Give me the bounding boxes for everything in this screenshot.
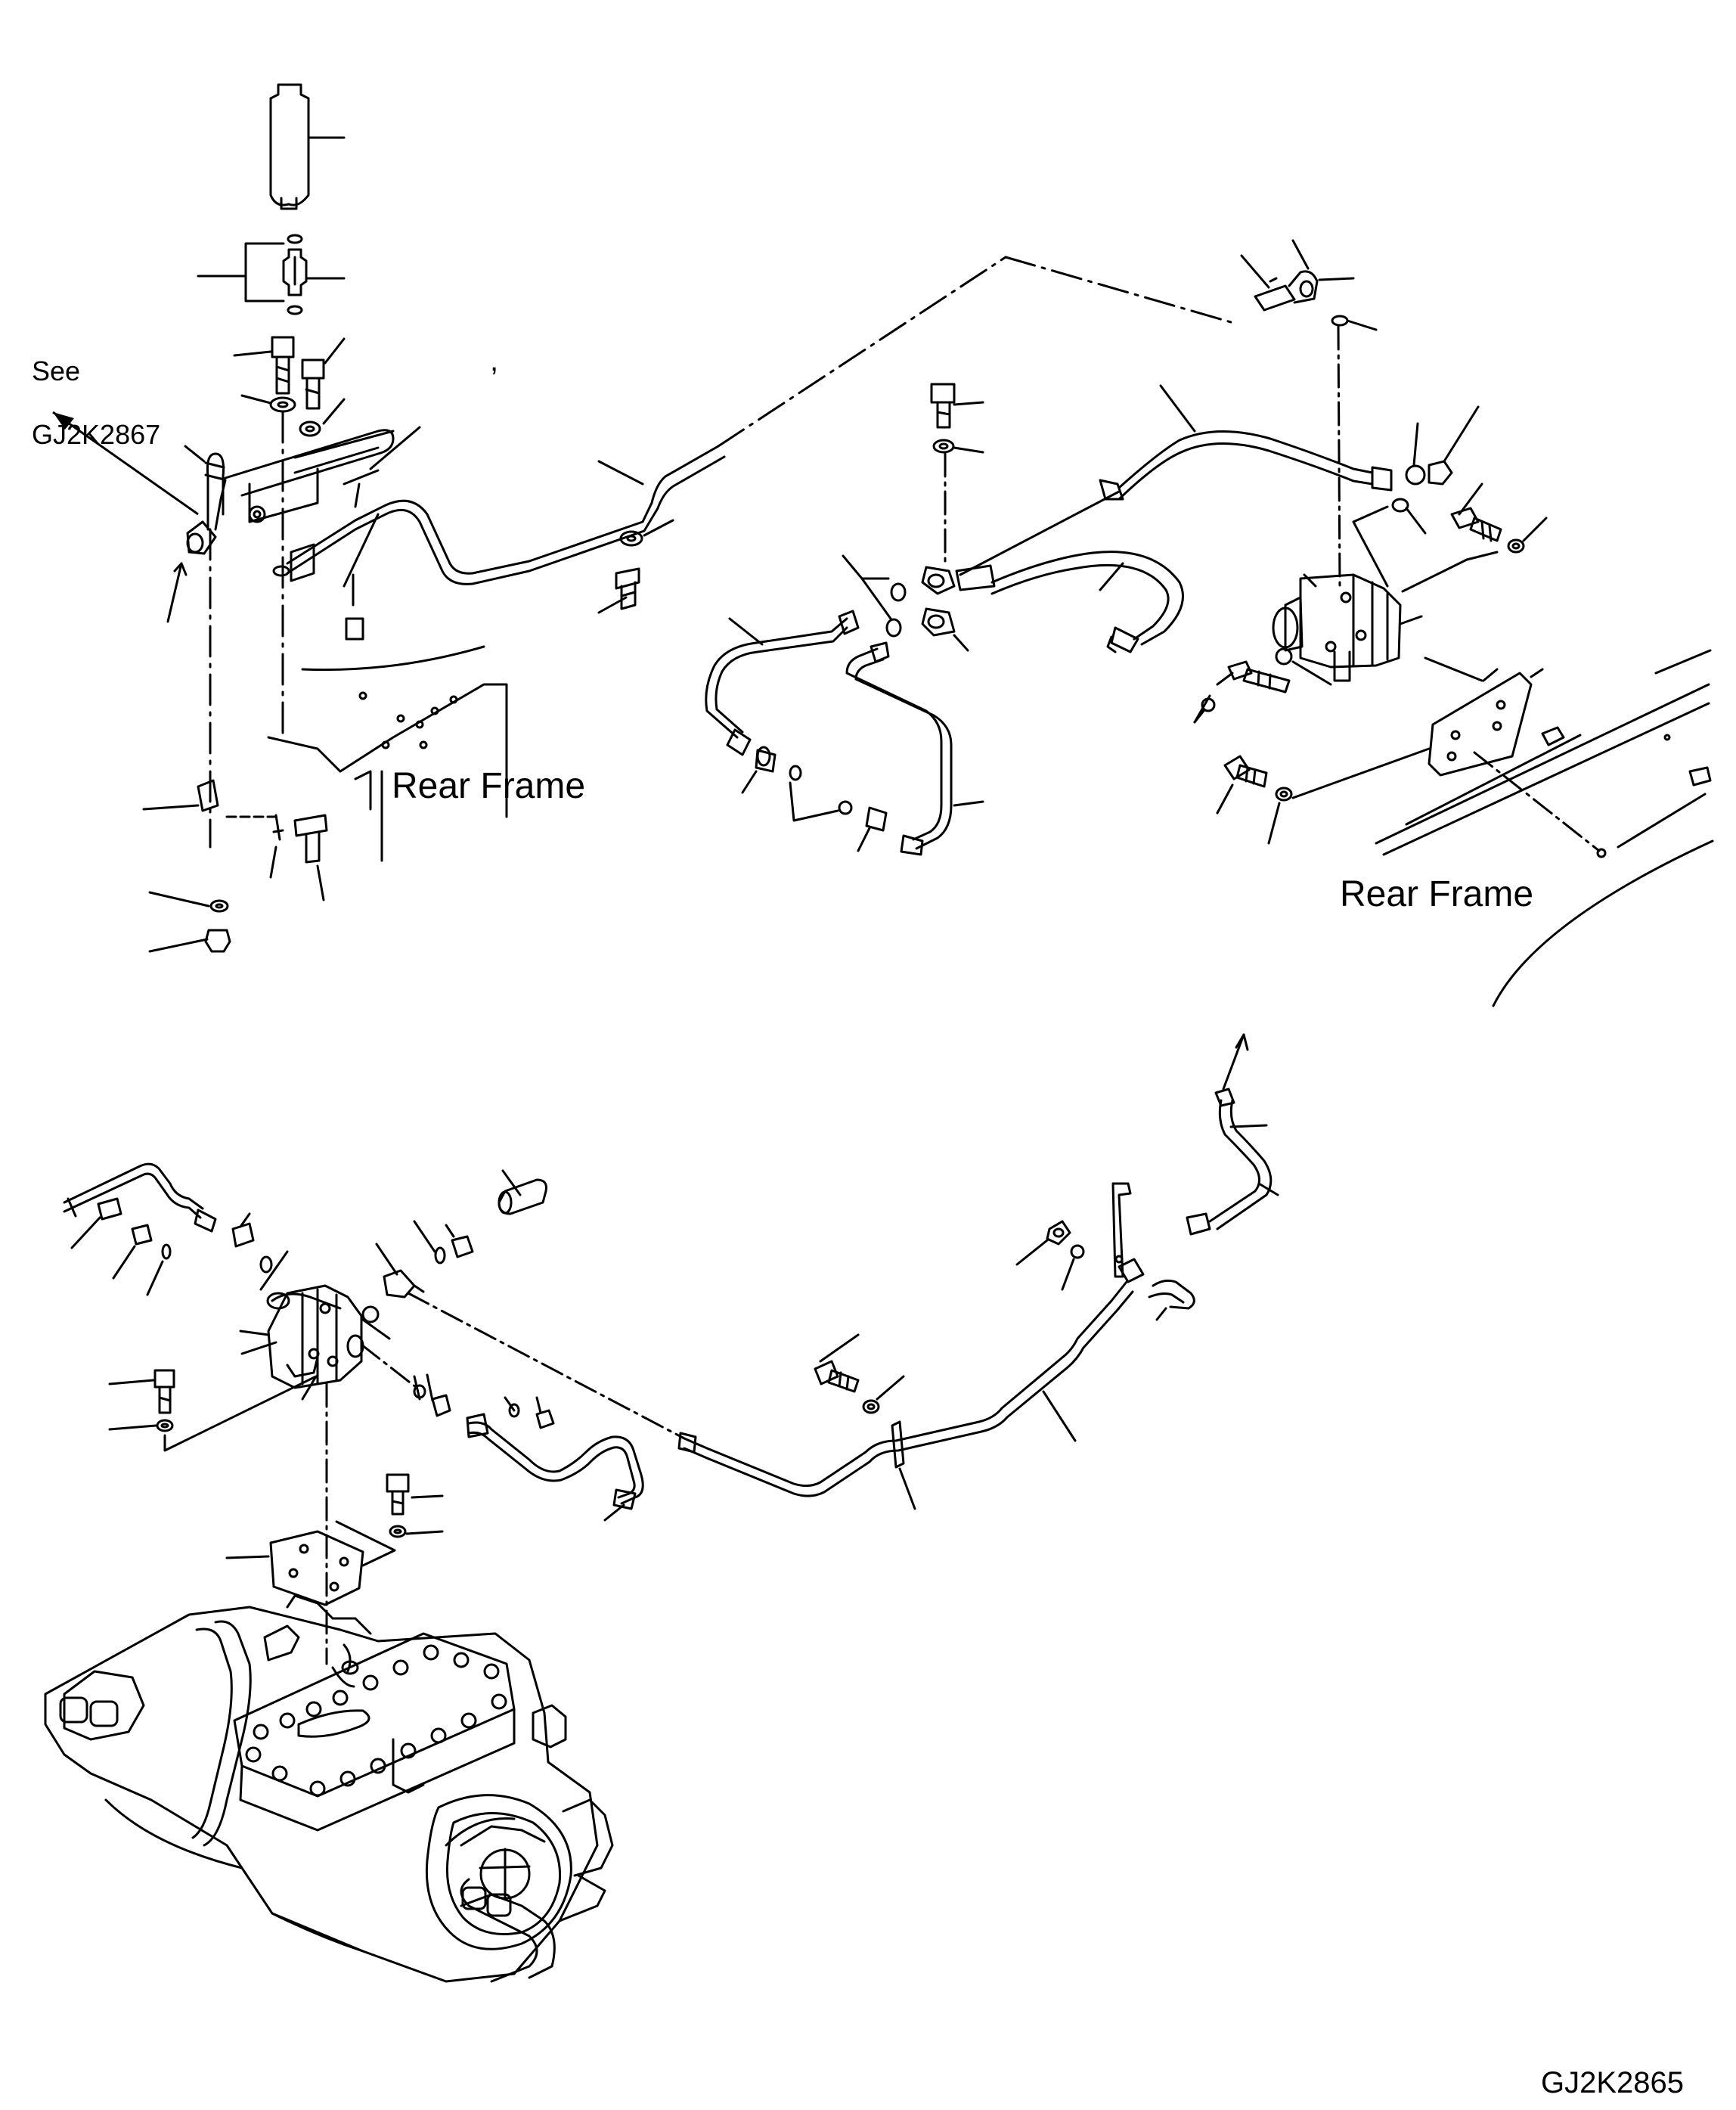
tube-bottom-long	[677, 1258, 1145, 1510]
plate-bottom	[225, 1473, 444, 1606]
bracket-bottom-right	[1015, 1182, 1195, 1321]
fittings-top-middle-bottom	[361, 1169, 547, 1340]
bolt-right-bottom	[1216, 755, 1293, 845]
tube-left-main	[286, 445, 726, 641]
hose-curved-center	[955, 551, 1184, 653]
valve-body-bottom	[239, 1284, 364, 1389]
stray-mark: ,	[490, 344, 499, 377]
accumulator-cylinder	[269, 83, 346, 210]
dash-dot-leader-top	[209, 256, 1238, 849]
see-reference-word: See	[32, 355, 81, 386]
tee-fitting-center	[842, 554, 969, 652]
valve-body-right	[1272, 573, 1423, 682]
hose-upper-right	[959, 384, 1480, 576]
bolt-washer-bottom-center	[814, 1333, 905, 1414]
leader-dashdot-bottom	[325, 1292, 686, 1665]
tube-center-left	[705, 610, 860, 822]
vertical-dashdot-right	[1337, 325, 1341, 591]
rear-frame-label-left: Rear Frame	[392, 766, 586, 806]
u-bolt-left	[184, 445, 225, 531]
top-right-elbow	[1240, 239, 1378, 331]
fitting-stack-top-left	[197, 234, 346, 315]
rear-frame-right-edge	[1375, 649, 1714, 1007]
see-reference-note: See GJ2K2867	[17, 324, 160, 451]
axle-housing	[44, 1594, 614, 1983]
bolt-washer-right	[1352, 483, 1548, 593]
see-reference-code: GJ2K2867	[32, 419, 161, 450]
tube-center-right	[845, 641, 984, 856]
tube-bottom-left-bracket	[63, 1162, 289, 1296]
drawing-code: GJ2K2865	[1541, 2066, 1685, 2099]
lower-left-fastener-stack	[142, 779, 328, 953]
bolt-washer-mid-left	[597, 519, 674, 614]
hose-bottom-right	[1186, 1033, 1279, 1236]
small-fittings-bottom-middle	[413, 1373, 555, 1429]
bolt-right-lower	[1193, 647, 1332, 724]
rear-frame-label-right: Rear Frame	[1340, 874, 1534, 914]
tube-bottom-short	[466, 1413, 644, 1522]
bolt-washer-bottom-left	[108, 1369, 318, 1452]
rear-frame-left-edge	[267, 645, 508, 862]
bolt-washer-top-center	[930, 383, 984, 565]
cover-plate-right	[1291, 656, 1607, 858]
